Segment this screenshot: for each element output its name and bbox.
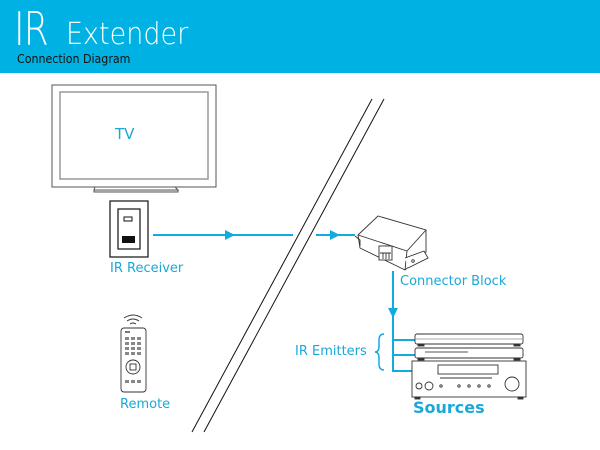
- sources-icon: [411, 333, 527, 400]
- header-banner: IR Extender Connection Diagram: [0, 0, 600, 73]
- title-extender: Extender: [66, 17, 189, 52]
- ir-receiver-label: IR Receiver: [110, 261, 184, 276]
- ir-receiver-icon: [109, 200, 149, 258]
- tv-label: TV: [115, 125, 135, 143]
- ir-emitters-label: IR Emitters: [295, 344, 367, 359]
- title-ir: IR: [14, 2, 49, 56]
- subtitle: Connection Diagram: [17, 52, 131, 66]
- remote-label: Remote: [120, 397, 171, 412]
- signal-line-receiver-to-block: [153, 230, 355, 240]
- remote-icon: [120, 314, 147, 393]
- sources-label: Sources: [413, 398, 485, 417]
- connector-block-label: Connector Block: [400, 274, 507, 289]
- tv-icon: [51, 84, 217, 193]
- emitters-brace: [374, 333, 385, 371]
- wall-divider: [191, 98, 385, 433]
- connector-block-icon: [354, 215, 429, 271]
